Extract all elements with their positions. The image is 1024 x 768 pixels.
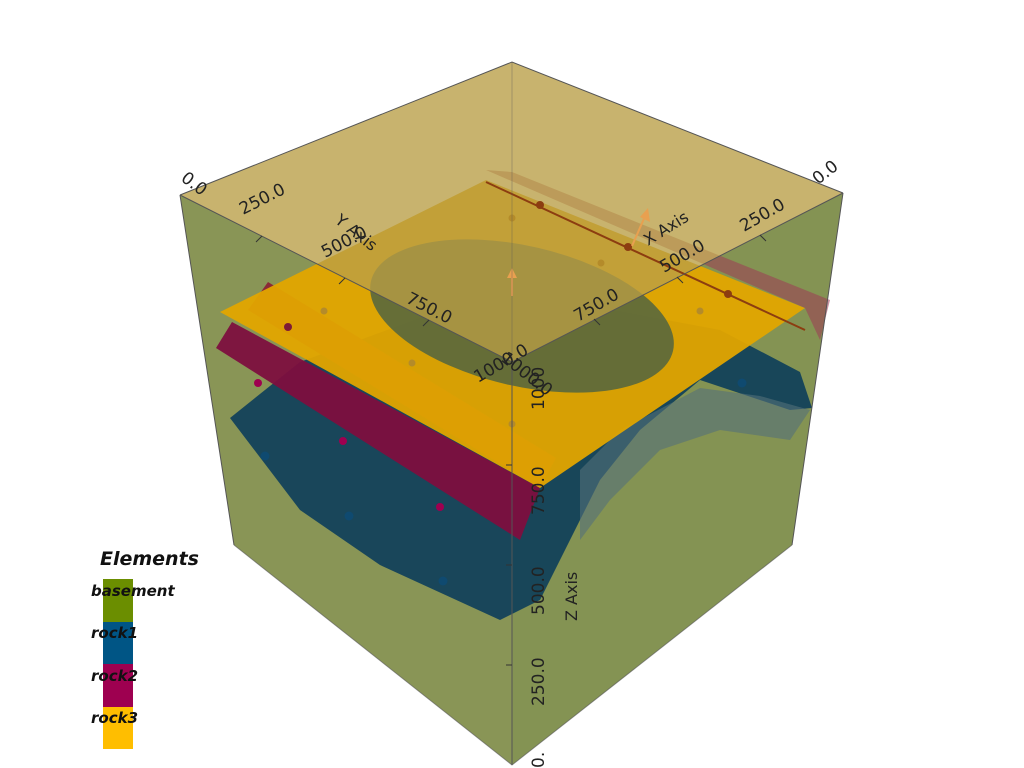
axis-ticks — [255, 234, 767, 666]
rock2-band-lower — [216, 322, 540, 540]
point-rock1 — [260, 451, 270, 461]
point-rock1 — [737, 378, 747, 388]
legend-colorbar — [103, 579, 133, 749]
point-rock2 — [254, 379, 262, 387]
legend-label-rock1: rock1 — [91, 624, 139, 642]
z-axis-tick-label: 750.0 — [529, 466, 549, 515]
point-rock2 — [284, 323, 292, 331]
orientation-arrows — [507, 208, 650, 296]
point-rock3 — [408, 359, 416, 367]
point-rock3 — [508, 214, 516, 222]
z-axis: 0. 250.0 500.0 750.0 1000 Z Axis — [529, 367, 581, 768]
point-rock3 — [320, 307, 328, 315]
z-axis-tick-label: 0. — [529, 752, 549, 768]
rock1-right-bulge — [580, 388, 810, 540]
z-axis-tick-label: 500.0 — [529, 566, 549, 615]
legend-label-rock3: rock3 — [91, 709, 139, 727]
point-rock2 — [339, 437, 347, 445]
point-rock2 — [436, 503, 444, 511]
point-rock3 — [624, 243, 632, 251]
legend-swatch-rock2 — [103, 664, 133, 707]
legend-title: Elements — [100, 548, 199, 570]
legend-label-rock2: rock2 — [91, 667, 139, 685]
point-rock1 — [344, 511, 354, 521]
legend-label-basement: basement — [91, 582, 175, 600]
z-axis-tick-label: 250.0 — [529, 657, 549, 706]
interface-points — [254, 201, 747, 586]
point-rock3 — [696, 307, 704, 315]
box-top-face — [180, 62, 843, 362]
legend-swatch-rock1 — [103, 621, 133, 664]
elements-legend: Elements basement rock1 rock2 rock3 — [88, 548, 208, 758]
z-axis-title: Z Axis — [562, 572, 581, 621]
point-rock3 — [536, 201, 544, 209]
legend-swatch-basement — [103, 579, 133, 622]
bounding-box-edges — [179, 61, 844, 766]
point-rock3 — [597, 259, 605, 267]
legend-swatch-rock3 — [103, 706, 133, 749]
z-axis-tick-label: 1000 — [529, 367, 549, 410]
point-rock3 — [724, 290, 732, 298]
point-rock1 — [438, 576, 448, 586]
